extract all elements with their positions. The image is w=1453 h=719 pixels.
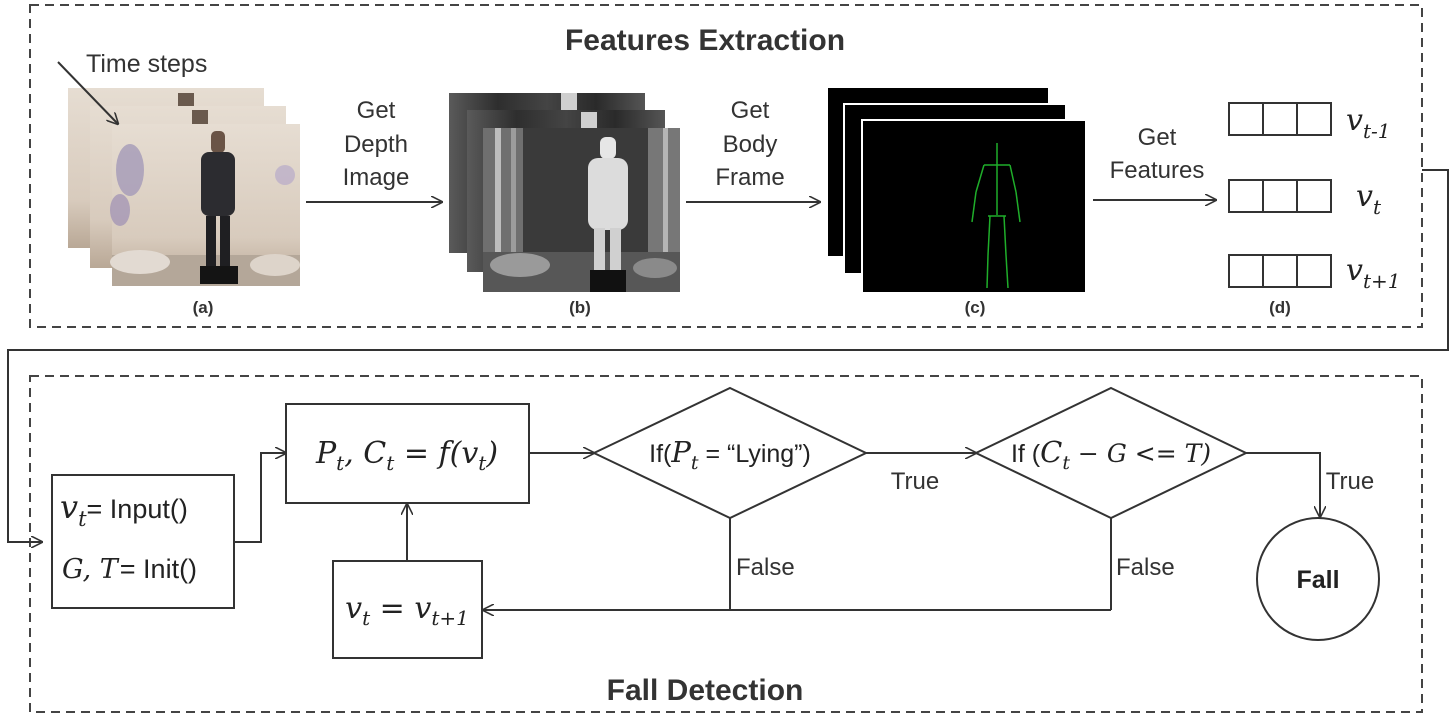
arrow-init-to-model — [234, 453, 286, 543]
caption-c: (c) — [965, 298, 986, 317]
rgb-frames-stack — [68, 88, 300, 286]
lying-condition: If(Pt = “Lying”) — [649, 435, 811, 474]
fall-detection-title: Fall Detection — [607, 674, 804, 707]
body-frames-stack — [826, 86, 1087, 294]
svg-text:Get: Get — [731, 97, 770, 124]
label-get-features: Get Features — [1110, 124, 1205, 184]
feature-vector-t-plus-1 — [1228, 254, 1332, 288]
svg-text:Body: Body — [723, 131, 778, 158]
svg-text:Depth: Depth — [344, 131, 408, 158]
panel-connector — [7, 169, 1449, 542]
skeleton-figure — [971, 143, 1021, 289]
features-extraction-title: Features Extraction — [565, 24, 845, 57]
time-steps-arrow — [57, 61, 118, 124]
model-box: Pt, Ct = f(vt) — [285, 403, 530, 504]
update-equation: vt = vt+1 — [345, 591, 469, 630]
fall-detection-panel — [29, 375, 1423, 713]
svg-text:Features: Features — [1110, 157, 1205, 184]
body-frame-front — [861, 119, 1087, 294]
time-steps-label: Time steps — [86, 50, 207, 78]
label-get-depth-image: Get Depth Image — [343, 97, 410, 191]
label-get-body-frame: Get Body Frame — [715, 97, 784, 191]
init-line-input: vt= Input() — [60, 488, 188, 531]
caption-d: (d) — [1269, 298, 1291, 317]
true-label-2: True — [1326, 468, 1374, 495]
init-line-init: G, T= Init() — [62, 554, 197, 585]
init-box: vt= Input() G, T= Init() — [51, 474, 235, 609]
false-label-2: False — [1116, 554, 1175, 581]
false-label-1: False — [736, 554, 795, 581]
lying-decision: If(Pt = “Lying”) — [591, 386, 869, 520]
update-box: vt = vt+1 — [332, 560, 483, 659]
fall-label: Fall — [1296, 566, 1339, 594]
caption-b: (b) — [569, 298, 591, 317]
svg-text:Frame: Frame — [715, 164, 784, 191]
features-extraction-panel — [29, 4, 1423, 328]
caption-a: (a) — [193, 298, 214, 317]
vector-label-t-plus-1: vt+1 — [1346, 253, 1400, 293]
vector-label-t: vt — [1356, 179, 1382, 219]
depth-frame-front — [483, 128, 680, 292]
model-equation: Pt, Ct = f(vt) — [315, 436, 498, 475]
threshold-condition: If (Ct − G <= T) — [1011, 435, 1211, 474]
threshold-decision: If (Ct − G <= T) — [973, 386, 1249, 520]
arrow-diamond2-to-fall — [1246, 452, 1320, 517]
svg-text:Get: Get — [357, 97, 396, 124]
svg-text:Get: Get — [1138, 124, 1177, 151]
depth-frames-stack — [449, 93, 680, 292]
feature-vector-t-minus-1 — [1228, 102, 1332, 136]
svg-text:Image: Image — [343, 164, 410, 191]
fall-terminal: Fall — [1256, 517, 1380, 641]
feature-vector-t — [1228, 179, 1332, 213]
vector-label-t-minus-1: vt-1 — [1346, 103, 1390, 143]
rgb-frame-front — [110, 124, 300, 286]
true-label-1: True — [891, 468, 939, 495]
